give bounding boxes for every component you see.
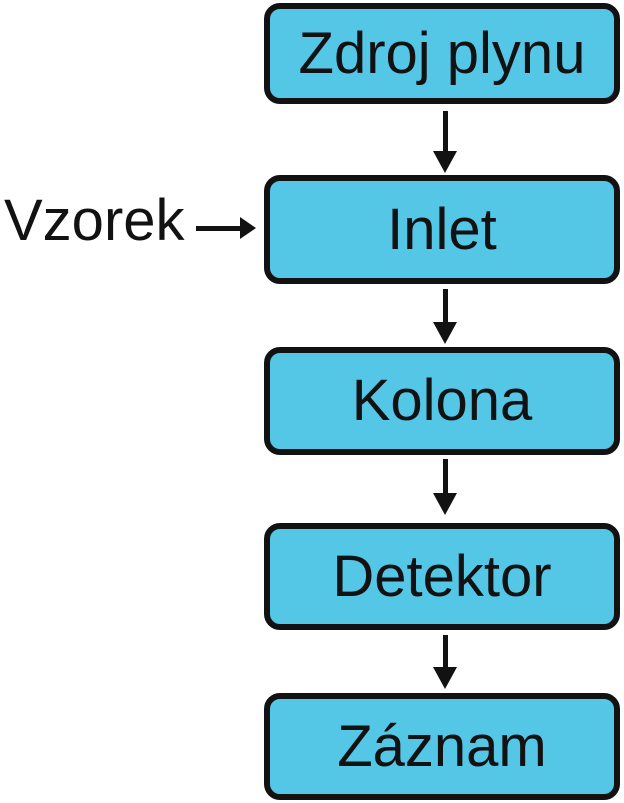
arrow-shaft xyxy=(443,289,448,322)
node-label: Inlet xyxy=(387,196,497,262)
node-label: Záznam xyxy=(337,713,547,779)
node-inlet: Inlet xyxy=(264,175,620,284)
node-label: Zdroj plynu xyxy=(298,20,586,86)
node-label: Kolona xyxy=(351,368,533,433)
arrow-head xyxy=(433,322,457,344)
arrow-head xyxy=(240,217,256,239)
node-zaznam: Záznam xyxy=(264,693,620,800)
arrow-shaft xyxy=(196,226,242,231)
arrow-head xyxy=(433,151,457,173)
node-detektor: Detektor xyxy=(264,523,620,630)
node-zdroj-plynu: Zdroj plynu xyxy=(264,3,620,104)
arrow-shaft xyxy=(443,459,448,493)
arrow-right-icon xyxy=(196,214,256,242)
node-label: Detektor xyxy=(332,543,552,609)
arrow-head xyxy=(433,667,457,689)
side-label-vzorek: Vzorek xyxy=(4,188,185,253)
arrow-shaft xyxy=(443,635,448,667)
arrow-shaft xyxy=(443,111,448,151)
node-kolona: Kolona xyxy=(264,347,620,455)
arrow-head xyxy=(433,493,457,515)
